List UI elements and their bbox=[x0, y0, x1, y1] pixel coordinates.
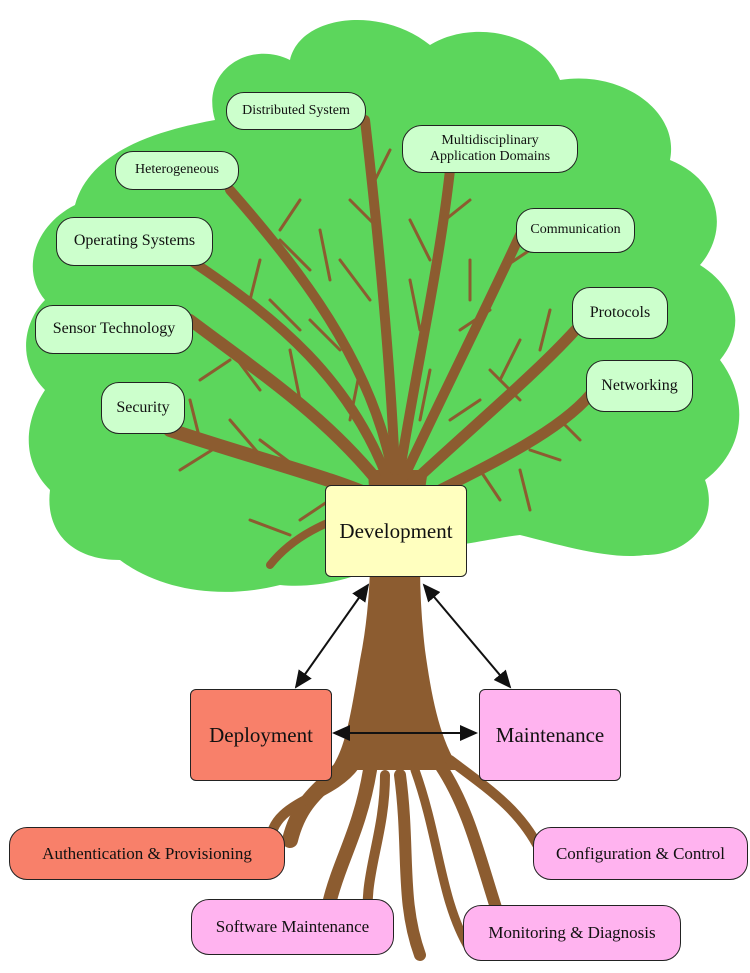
branch-protocols: Protocols bbox=[572, 287, 668, 339]
root-authentication-provisioning: Authentication & Provisioning bbox=[9, 827, 285, 880]
branch-multidisciplinary-application-domains: Multidisciplinary Application Domains bbox=[402, 125, 578, 173]
branch-communication: Communication bbox=[516, 208, 635, 253]
maintenance-box: Maintenance bbox=[479, 689, 621, 781]
root-monitoring-diagnosis: Monitoring & Diagnosis bbox=[463, 905, 681, 961]
connector-arrows bbox=[294, 583, 512, 741]
branch-security: Security bbox=[101, 382, 185, 434]
root-software-maintenance: Software Maintenance bbox=[191, 899, 394, 955]
branch-heterogeneous: Heterogeneous bbox=[115, 151, 239, 190]
arrow-development-deployment bbox=[294, 583, 370, 689]
branch-operating-systems: Operating Systems bbox=[56, 217, 213, 266]
branch-sensor-technology: Sensor Technology bbox=[35, 305, 193, 354]
branch-distributed-system: Distributed System bbox=[226, 92, 366, 130]
branch-networking: Networking bbox=[586, 360, 693, 412]
root-configuration-control: Configuration & Control bbox=[533, 827, 748, 880]
development-box: Development bbox=[325, 485, 467, 577]
deployment-box: Deployment bbox=[190, 689, 332, 781]
tree-trunk-and-roots bbox=[163, 115, 596, 961]
arrow-development-maintenance bbox=[422, 583, 512, 689]
